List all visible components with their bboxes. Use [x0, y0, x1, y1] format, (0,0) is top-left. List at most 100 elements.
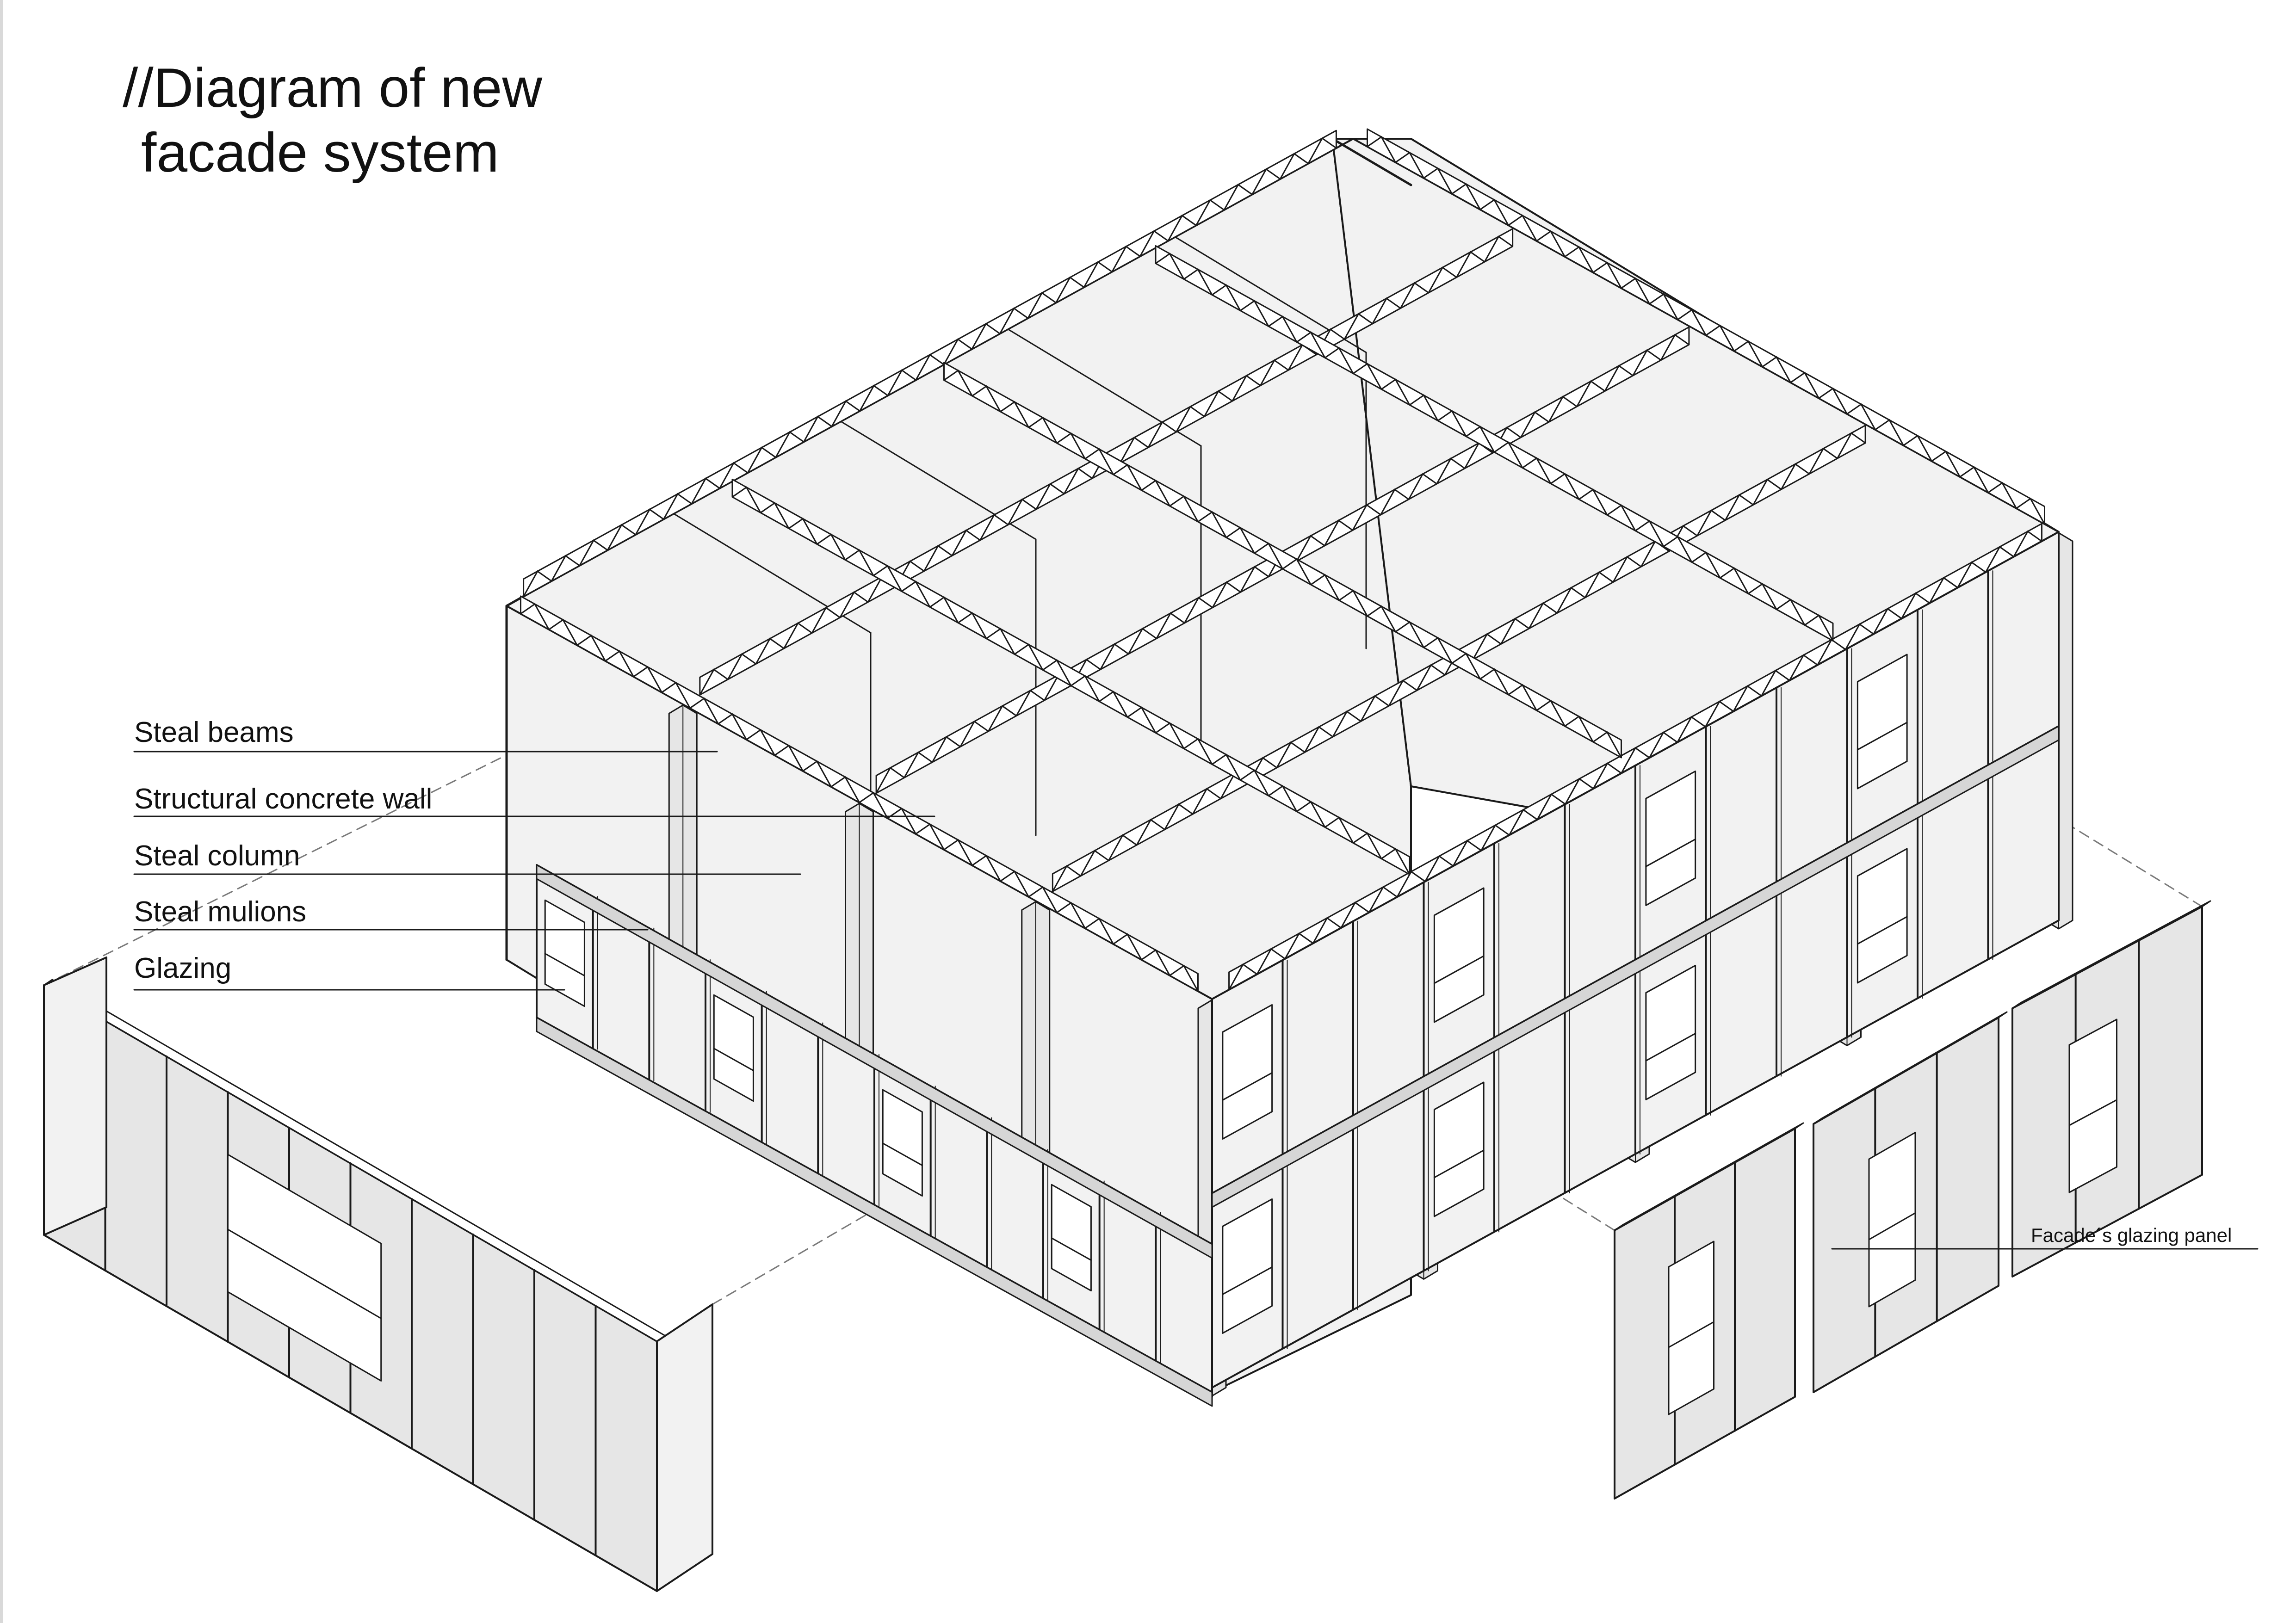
truss-web	[1195, 199, 1225, 226]
truss-web	[1901, 592, 1930, 619]
truss-web	[1368, 886, 1398, 913]
truss-web	[1484, 235, 1513, 262]
window-glazing	[1857, 848, 1908, 984]
truss-web	[1028, 886, 1058, 913]
panel-window-transom	[227, 1228, 382, 1319]
truss-web	[1155, 722, 1185, 749]
truss-web	[1528, 602, 1558, 629]
truss-web	[1592, 762, 1622, 789]
truss-web	[1312, 917, 1342, 944]
truss-web	[859, 384, 888, 412]
truss-web	[817, 533, 846, 561]
truss-web	[760, 502, 790, 529]
truss-web	[1367, 605, 1396, 632]
truss-web	[1381, 378, 1411, 406]
truss-web	[1466, 426, 1495, 453]
truss-web	[1212, 581, 1241, 608]
truss-web	[1479, 198, 1509, 226]
truss-web	[1437, 410, 1467, 437]
truss-web	[1705, 700, 1734, 728]
truss-web	[1400, 282, 1429, 309]
truss-web	[548, 618, 578, 646]
truss-web	[1310, 574, 1340, 601]
truss-web	[958, 612, 987, 639]
truss-web	[1228, 963, 1258, 990]
panel-window	[1668, 1240, 1714, 1415]
truss-web	[1776, 599, 1806, 626]
label-facade-glazing-panel: Facade´s glazing panel	[2031, 1224, 2232, 1246]
truss-web	[755, 637, 785, 665]
right-facade-upper	[1211, 531, 2060, 1194]
truss-web	[699, 668, 729, 696]
truss-web	[1818, 387, 1848, 414]
truss-web	[1111, 245, 1141, 272]
label-steal-beams: Steal beams	[134, 716, 294, 748]
truss-web	[1064, 467, 1093, 494]
truss-web	[1203, 390, 1233, 417]
left-facade-upper	[536, 864, 1213, 1398]
window-transom	[882, 1142, 923, 1166]
truss-web	[1007, 498, 1037, 525]
truss-web	[859, 791, 888, 819]
truss-web	[1120, 436, 1149, 463]
truss-web	[1903, 434, 1932, 462]
truss-web	[1494, 441, 1523, 469]
truss-web	[1169, 964, 1199, 992]
truss-web	[1957, 561, 1987, 588]
truss-web	[1607, 504, 1636, 531]
truss-web	[1536, 699, 1566, 727]
truss-web	[1056, 901, 1086, 929]
truss-web	[1621, 747, 1650, 774]
truss-web	[1000, 401, 1029, 428]
truss-web	[875, 766, 905, 794]
truss-web	[1565, 778, 1594, 805]
truss-web	[746, 728, 775, 756]
truss-web	[1987, 481, 2017, 509]
title-line-1: //Diagram of new	[123, 57, 543, 119]
truss-web	[1139, 230, 1169, 257]
truss-web	[1080, 849, 1109, 876]
title-line-2: facade system	[141, 122, 499, 184]
truss-web	[1212, 753, 1241, 781]
truss-web	[1592, 731, 1622, 758]
truss-web	[1084, 448, 1114, 475]
truss-web	[1748, 583, 1777, 610]
truss-web	[523, 570, 552, 597]
truss-chord-band	[523, 130, 1337, 598]
truss-web	[747, 446, 776, 474]
truss-web	[1931, 450, 1961, 477]
wall-top-edge-back	[1331, 137, 1412, 186]
window-glazing	[713, 994, 754, 1102]
truss-web	[1789, 654, 1818, 681]
truss-web	[1028, 416, 1058, 444]
window-transom	[1222, 1072, 1273, 1101]
truss-web	[1027, 292, 1057, 319]
truss-web	[1724, 494, 1754, 521]
truss-web	[1212, 284, 1241, 311]
truss-web	[1761, 669, 1790, 697]
truss-web	[1752, 478, 1782, 506]
truss-web	[1451, 652, 1481, 679]
truss-web	[1282, 558, 1312, 585]
truss-web	[1423, 167, 1453, 194]
label-structural-concrete-wall: Structural concrete wall	[134, 783, 433, 815]
window-glazing	[1051, 1184, 1092, 1292]
truss-web	[1100, 643, 1129, 670]
truss-web	[1696, 509, 1726, 537]
truss-web	[915, 353, 945, 381]
truss-web	[988, 705, 1017, 732]
truss-web	[1584, 571, 1614, 598]
truss-web	[635, 508, 664, 535]
truss-web	[943, 369, 973, 396]
truss-web	[1279, 153, 1309, 179]
truss-web	[803, 415, 832, 443]
truss-web	[979, 514, 1009, 541]
truss-web	[1176, 406, 1205, 432]
window-glazing	[1857, 654, 1908, 790]
truss-web	[1472, 633, 1502, 660]
truss-web	[999, 307, 1028, 334]
truss-web	[1251, 168, 1281, 195]
label-steal-mulions: Steal mulions	[134, 896, 307, 928]
window-transom	[544, 953, 585, 977]
left-panel-return-left	[43, 957, 107, 1236]
